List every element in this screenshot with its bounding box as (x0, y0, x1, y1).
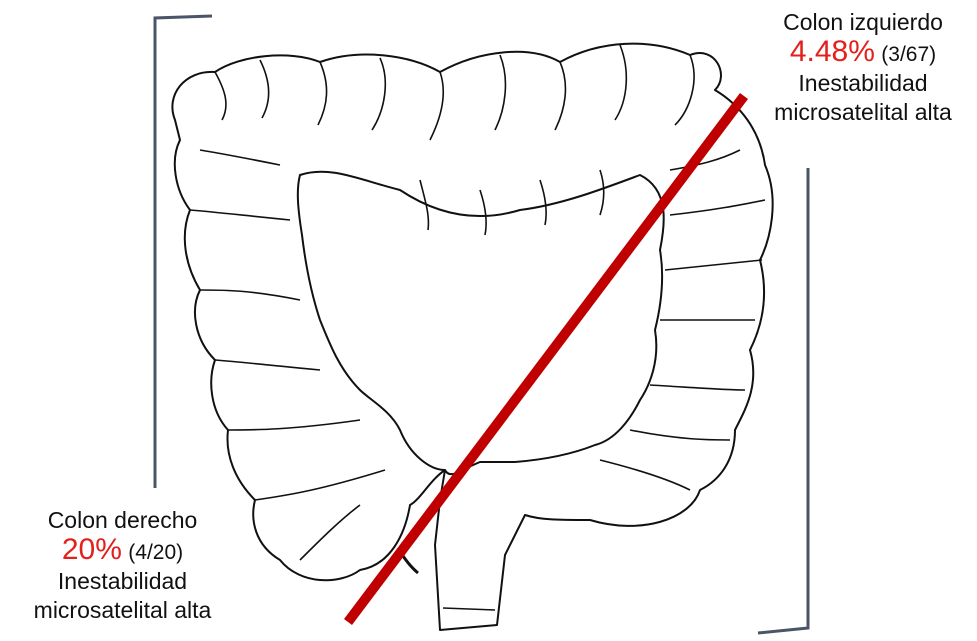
left-colon-stat: 4.48% (3/67) (758, 37, 968, 69)
right-colon-line2: microsatelital alta (0, 596, 245, 625)
right-colon-line1: Inestabilidad (0, 567, 245, 596)
right-colon-title: Colon derecho (0, 506, 245, 535)
left-colon-percent: 4.48% (790, 35, 875, 68)
right-colon-percent: 20% (62, 533, 122, 566)
right-colon-stat: 20% (4/20) (0, 535, 245, 567)
left-colon-line2: microsatelital alta (758, 98, 968, 127)
left-colon-label: Colon izquierdo 4.48% (3/67) Inestabilid… (758, 8, 968, 127)
colon-illustration (172, 44, 772, 630)
right-colon-label: Colon derecho 20% (4/20) Inestabilidad m… (0, 506, 245, 625)
right-colon-count: (4/20) (128, 541, 183, 564)
left-colon-line1: Inestabilidad (758, 69, 968, 98)
left-colon-count: (3/67) (881, 43, 936, 66)
left-colon-title: Colon izquierdo (758, 8, 968, 37)
